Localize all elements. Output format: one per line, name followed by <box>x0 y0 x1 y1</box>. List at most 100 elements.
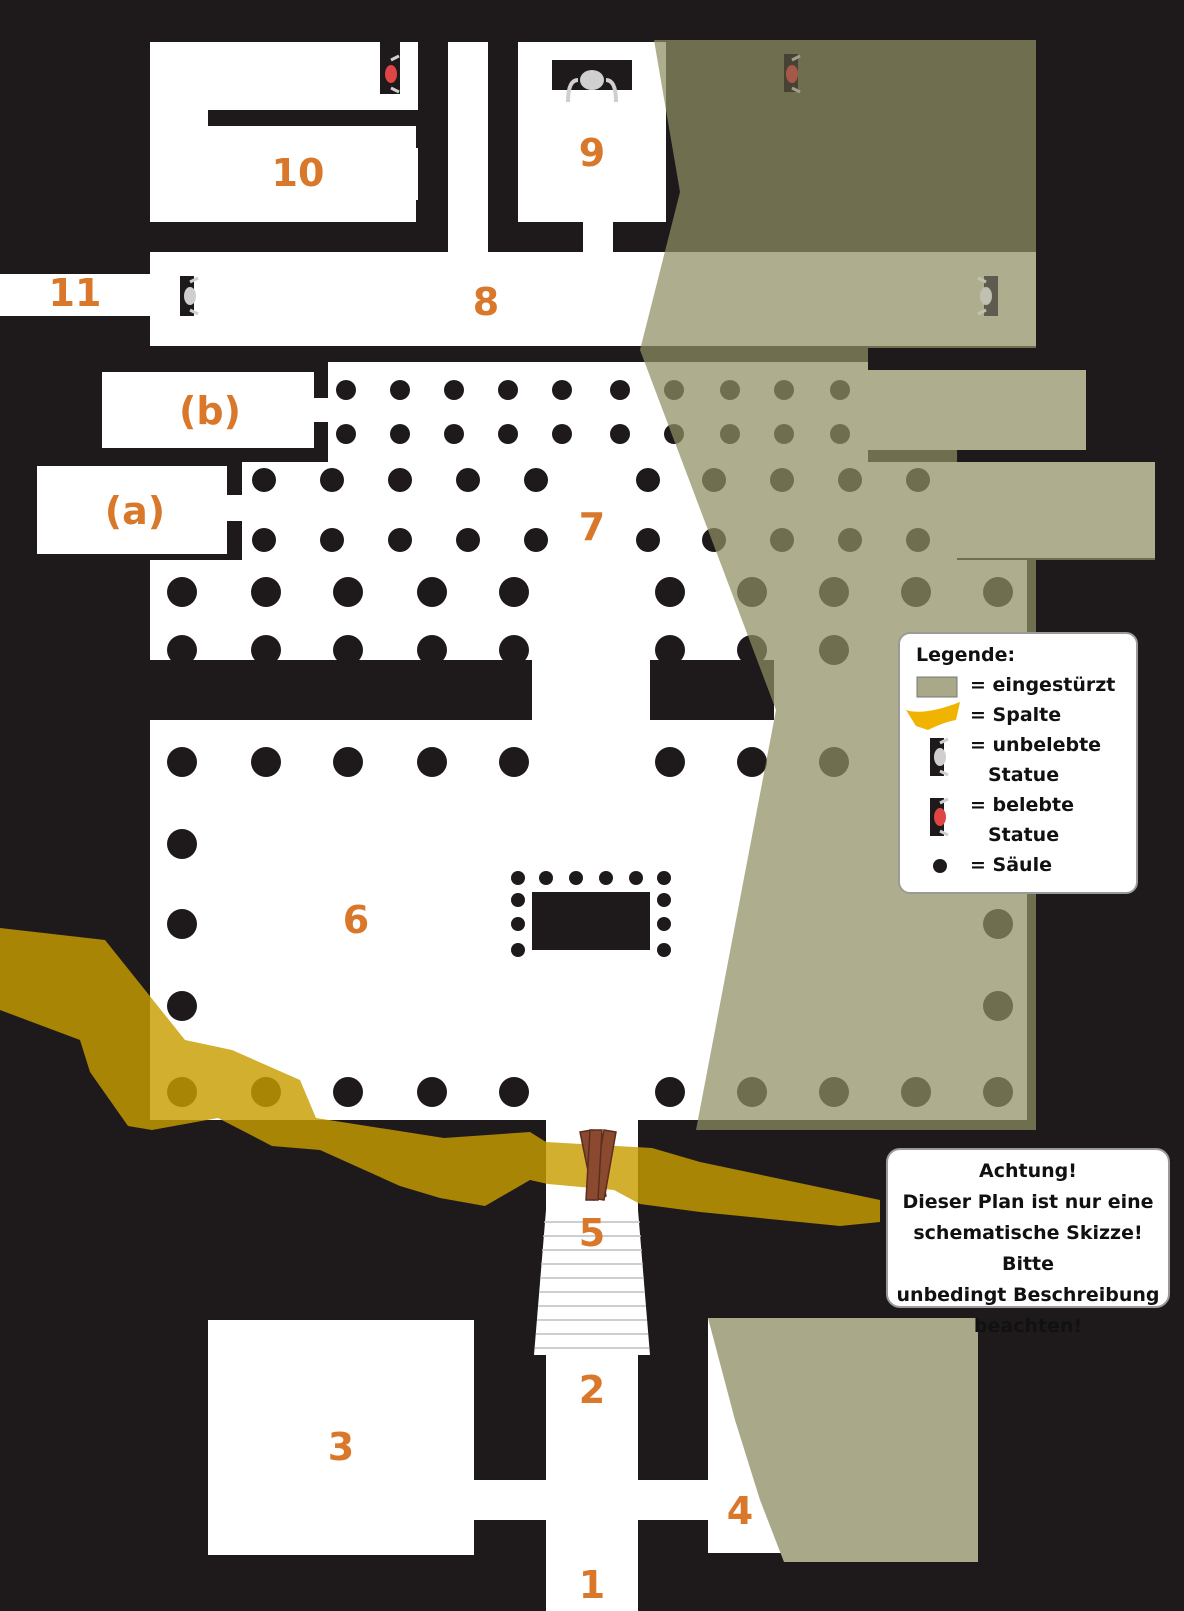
column <box>252 468 276 492</box>
column <box>524 528 548 552</box>
legend-row-collapsed: = eingestürzt <box>900 670 1140 730</box>
legend-row-column: = Säule <box>900 850 1140 910</box>
column <box>456 528 480 552</box>
column <box>599 871 613 885</box>
column <box>610 424 630 444</box>
column <box>569 871 583 885</box>
column <box>657 943 671 957</box>
bridge <box>579 1129 617 1201</box>
crevice <box>0 928 880 1226</box>
column <box>167 991 197 1021</box>
column <box>336 380 356 400</box>
warning-line-3: schematische Skizze! Bitte <box>913 1222 1143 1275</box>
column <box>336 424 356 444</box>
legend-row-crevice: = Spalte <box>900 700 1140 760</box>
legend-inanimate-text-2: Statue <box>988 764 1060 786</box>
legend-inanimate-text-1: = unbelebte <box>970 734 1102 756</box>
legend-collapsed-text: = eingestürzt <box>970 674 1116 696</box>
column <box>320 528 344 552</box>
legend-animate-text-1: = belebte <box>970 794 1074 816</box>
column <box>636 468 660 492</box>
label-room-5: 5 <box>579 1211 605 1255</box>
column <box>333 635 363 665</box>
column <box>511 917 525 931</box>
column <box>657 917 671 931</box>
animate-statue-icon <box>930 797 949 837</box>
column <box>167 747 197 777</box>
column <box>511 943 525 957</box>
column <box>444 424 464 444</box>
legend-column-text: = Säule <box>970 854 1052 876</box>
legend-crevice-text: = Spalte <box>970 704 1062 726</box>
legend-animate-text-2: Statue <box>988 824 1060 846</box>
room-b-floor <box>102 372 314 448</box>
column <box>417 577 447 607</box>
room-3-floor <box>208 1320 474 1555</box>
column <box>456 468 480 492</box>
column <box>167 577 197 607</box>
column <box>499 1077 529 1107</box>
legend-row-animate: = belebte Statue <box>900 790 1140 850</box>
warning-line-5: beachten! <box>973 1315 1083 1337</box>
column <box>636 528 660 552</box>
collapsed-area-room4 <box>708 1318 978 1562</box>
column-dot-icon <box>933 859 947 873</box>
column <box>388 528 412 552</box>
column <box>524 468 548 492</box>
column <box>388 468 412 492</box>
inanimate-statue-icon <box>930 737 949 777</box>
label-room-b: (b) <box>179 389 241 433</box>
warning-line-2: Dieser Plan ist nur eine <box>902 1191 1154 1213</box>
column <box>417 747 447 777</box>
legend-box: Legende: = eingestürzt = Spalte = unbele… <box>898 632 1138 894</box>
stairs <box>535 1221 649 1349</box>
legend-row-inanimate: = unbelebte Statue <box>900 730 1140 790</box>
column <box>539 871 553 885</box>
column <box>333 1077 363 1107</box>
column <box>552 424 572 444</box>
room-11-corridor <box>0 274 155 316</box>
altar <box>532 892 650 950</box>
column <box>499 577 529 607</box>
column <box>251 747 281 777</box>
column <box>655 1077 685 1107</box>
label-room-11: 11 <box>49 271 102 315</box>
room-labels: 1 2 3 4 5 6 7 8 9 10 11 (b) (a) <box>49 131 754 1607</box>
column <box>333 577 363 607</box>
column <box>498 380 518 400</box>
label-room-2: 2 <box>579 1368 605 1412</box>
column <box>167 909 197 939</box>
column <box>610 380 630 400</box>
statue-inanimate-room9 <box>552 60 632 103</box>
statue-inanimate-room8-right <box>977 276 998 316</box>
label-room-a: (a) <box>105 489 165 533</box>
column <box>333 747 363 777</box>
warning-line-1: Achtung! <box>979 1160 1077 1182</box>
crevice-swatch-icon <box>906 702 960 730</box>
entrance-corridor <box>546 1120 638 1611</box>
label-room-4: 4 <box>727 1489 753 1533</box>
column <box>390 380 410 400</box>
column <box>320 468 344 492</box>
column <box>629 871 643 885</box>
column <box>552 380 572 400</box>
collapsed-swatch-icon <box>916 676 958 698</box>
room-10-floor <box>150 42 418 222</box>
warning-line-4: unbedingt Beschreibung <box>896 1284 1160 1306</box>
warning-box: Achtung! Dieser Plan ist nur eine schema… <box>886 1148 1170 1337</box>
column <box>737 747 767 777</box>
column <box>657 871 671 885</box>
statue-inanimate-room8-left <box>180 276 199 316</box>
column <box>511 893 525 907</box>
column <box>251 635 281 665</box>
column <box>657 893 671 907</box>
room-a-floor <box>37 466 227 554</box>
legend-title: Legende: <box>916 644 1016 666</box>
column <box>498 424 518 444</box>
column <box>417 635 447 665</box>
label-room-1: 1 <box>579 1563 605 1607</box>
statue-animate-collapsed <box>784 54 801 94</box>
column <box>655 747 685 777</box>
column <box>167 829 197 859</box>
column <box>655 635 685 665</box>
